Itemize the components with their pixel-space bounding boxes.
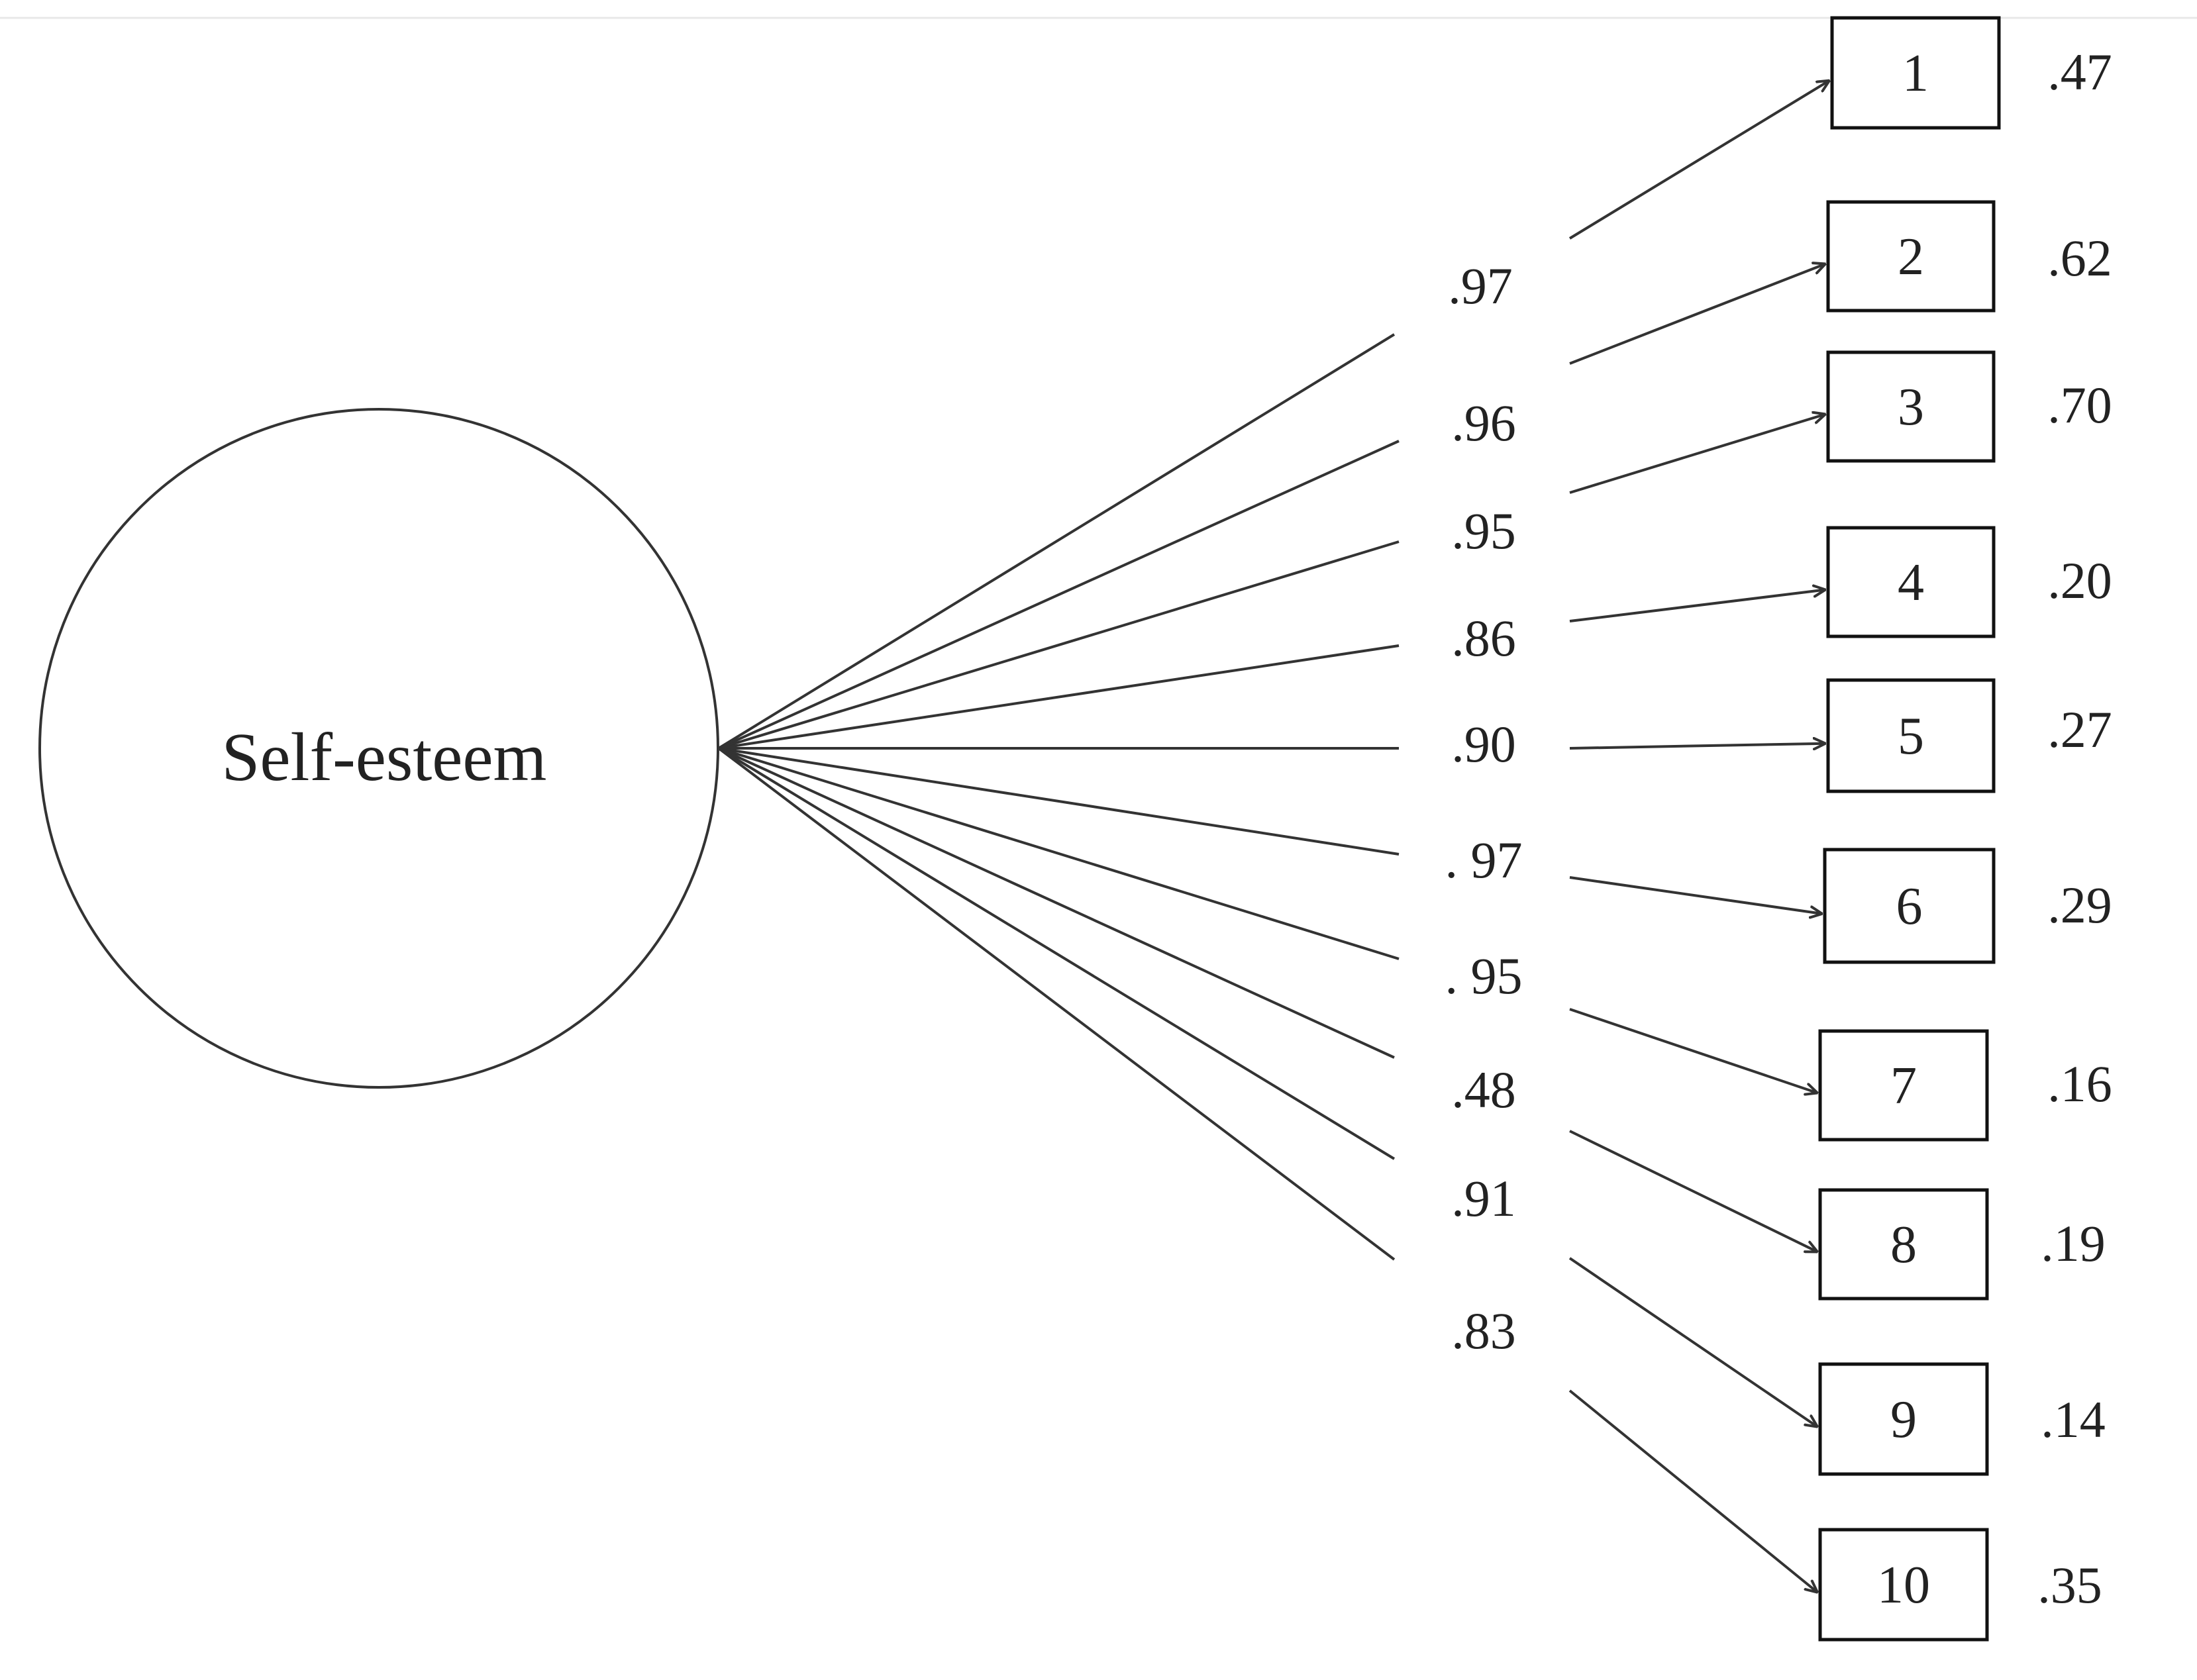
loading-path-2 xyxy=(718,440,1400,750)
factor-loading-paths xyxy=(717,81,1829,1593)
indicator-box-4 xyxy=(1826,526,1996,638)
error-label-4: .20 xyxy=(2047,552,2112,609)
loading-label-10: .83 xyxy=(1451,1302,1516,1359)
indicator-label-2: 2 xyxy=(1898,228,1924,286)
latent-label: Self-esteem xyxy=(222,719,547,795)
error-label-10: .35 xyxy=(2037,1556,2102,1614)
indicator-box-1 xyxy=(1830,16,2001,130)
loading-arrow-7 xyxy=(1569,1008,1817,1093)
loading-label-3: .95 xyxy=(1451,502,1516,560)
loading-label-5: .90 xyxy=(1451,715,1516,773)
indicator-label-7: 7 xyxy=(1890,1057,1917,1115)
loading-label-7: . 95 xyxy=(1445,947,1523,1005)
error-label-1: .47 xyxy=(2047,43,2112,101)
loading-arrow-1 xyxy=(1568,81,1829,240)
indicator-label-9: 9 xyxy=(1890,1391,1917,1449)
loading-path-1 xyxy=(717,333,1396,750)
indicator-label-5: 5 xyxy=(1898,707,1924,766)
indicator-boxes: 1 2 3 4 5 6 7 8 9 10 xyxy=(1818,16,2001,1642)
indicator-label-3: 3 xyxy=(1898,378,1924,436)
indicator-box-6 xyxy=(1823,848,1996,964)
latent-circle xyxy=(38,408,719,1089)
loading-label-4: .86 xyxy=(1451,609,1516,667)
loading-arrow-9 xyxy=(1568,1257,1817,1427)
loading-path-8 xyxy=(718,747,1395,1059)
loading-arrow-5 xyxy=(1569,744,1825,748)
loading-arrow-4 xyxy=(1569,589,1825,622)
indicator-box-5 xyxy=(1826,678,1996,793)
indicator-box-8 xyxy=(1818,1188,1989,1301)
loading-path-4 xyxy=(718,644,1400,750)
indicator-box-3 xyxy=(1826,350,1996,463)
indicator-box-7 xyxy=(1818,1029,1989,1142)
error-label-6: .29 xyxy=(2047,876,2112,934)
indicator-label-8: 8 xyxy=(1890,1216,1917,1274)
loading-label-2: .96 xyxy=(1451,394,1516,452)
indicator-box-10 xyxy=(1818,1528,1989,1642)
error-label-3: .70 xyxy=(2047,376,2112,434)
error-label-7: .16 xyxy=(2047,1055,2112,1112)
loading-path-9 xyxy=(717,747,1396,1160)
loading-arrow-2 xyxy=(1569,264,1825,365)
indicator-label-4: 4 xyxy=(1898,554,1924,612)
loading-labels: .97 .96 .95 .86 .90 . 97 . 95 .48 .91 .83 xyxy=(1445,257,1523,1359)
loading-path-6 xyxy=(718,747,1400,856)
indicator-label-1: 1 xyxy=(1902,44,1929,103)
indicator-label-6: 6 xyxy=(1896,877,1923,936)
indicator-box-9 xyxy=(1818,1362,1989,1476)
loading-label-6: . 97 xyxy=(1445,831,1523,889)
indicator-box-2 xyxy=(1826,200,1996,313)
loading-label-8: .48 xyxy=(1451,1061,1516,1118)
error-label-5: .27 xyxy=(2047,701,2112,758)
error-label-9: .14 xyxy=(2041,1391,2106,1448)
loading-arrow-8 xyxy=(1569,1130,1817,1252)
indicator-label-10: 10 xyxy=(1877,1556,1930,1614)
loading-path-10 xyxy=(717,747,1396,1261)
loading-label-9: .91 xyxy=(1451,1169,1516,1227)
error-label-2: .62 xyxy=(2047,229,2112,287)
loading-label-1: .97 xyxy=(1448,257,1513,315)
loading-arrow-10 xyxy=(1568,1389,1817,1593)
loading-path-7 xyxy=(718,747,1400,960)
loading-arrow-6 xyxy=(1569,876,1822,914)
error-label-8: .19 xyxy=(2041,1214,2106,1272)
loading-path-3 xyxy=(718,540,1400,750)
loading-arrow-3 xyxy=(1569,414,1825,494)
error-labels: .47 .62 .70 .20 .27 .29 .16 .19 .14 .35 xyxy=(2037,43,2112,1614)
